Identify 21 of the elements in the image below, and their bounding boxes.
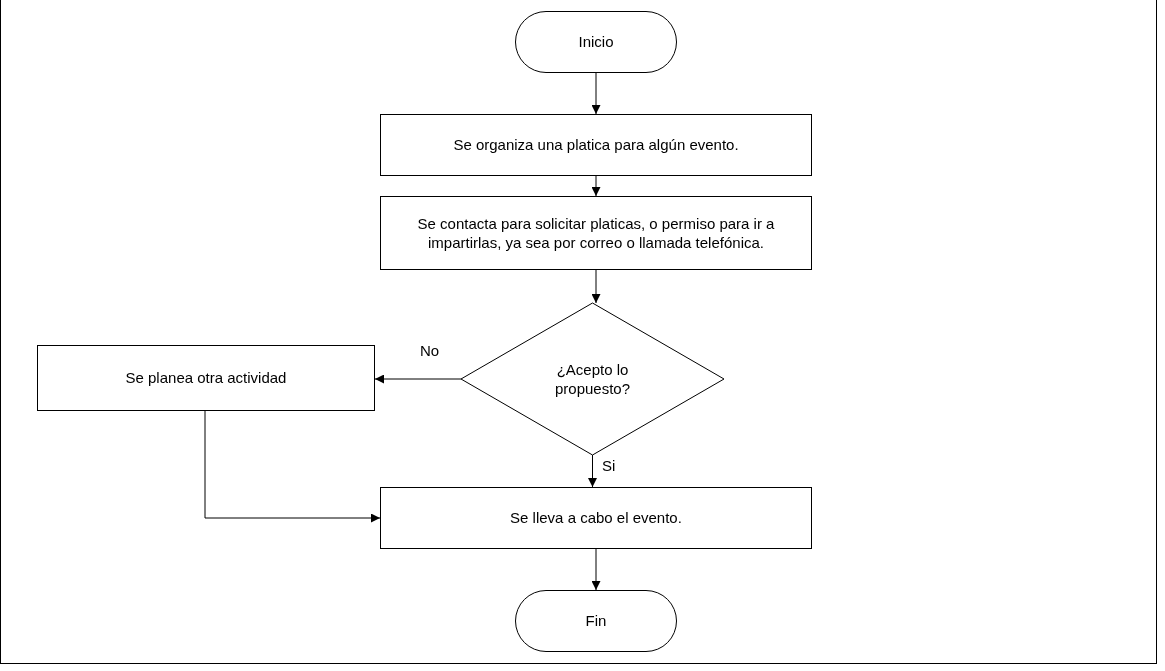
edge-label: No (420, 342, 440, 359)
node-text: Se contacta para solicitar platicas, o permiso para ir a impartirlas, ya sea por correo o llamada telefónica. (416, 213, 776, 253)
node-text: Se lleva a cabo el evento. (510, 508, 682, 528)
arrow (591, 175, 601, 197)
node-text: Se planea otra actividad (125, 368, 287, 388)
process-box (380, 487, 812, 549)
node-text: Se organiza una platica para algún evento. (453, 135, 739, 155)
arrow (591, 548, 601, 591)
arrow (591, 72, 601, 115)
arrow (204, 410, 381, 523)
node-text: Inicio (578, 32, 614, 52)
process-box (380, 196, 812, 270)
process-box (37, 345, 375, 411)
process-box (380, 114, 812, 176)
edge-label: Si (602, 457, 616, 474)
decision-diamond (461, 303, 724, 455)
arrow (374, 374, 462, 384)
arrow (591, 269, 601, 304)
node-text: ¿Acepto lo propuesto? (553, 359, 632, 399)
arrow (588, 454, 597, 488)
node-text: Fin (585, 611, 607, 631)
